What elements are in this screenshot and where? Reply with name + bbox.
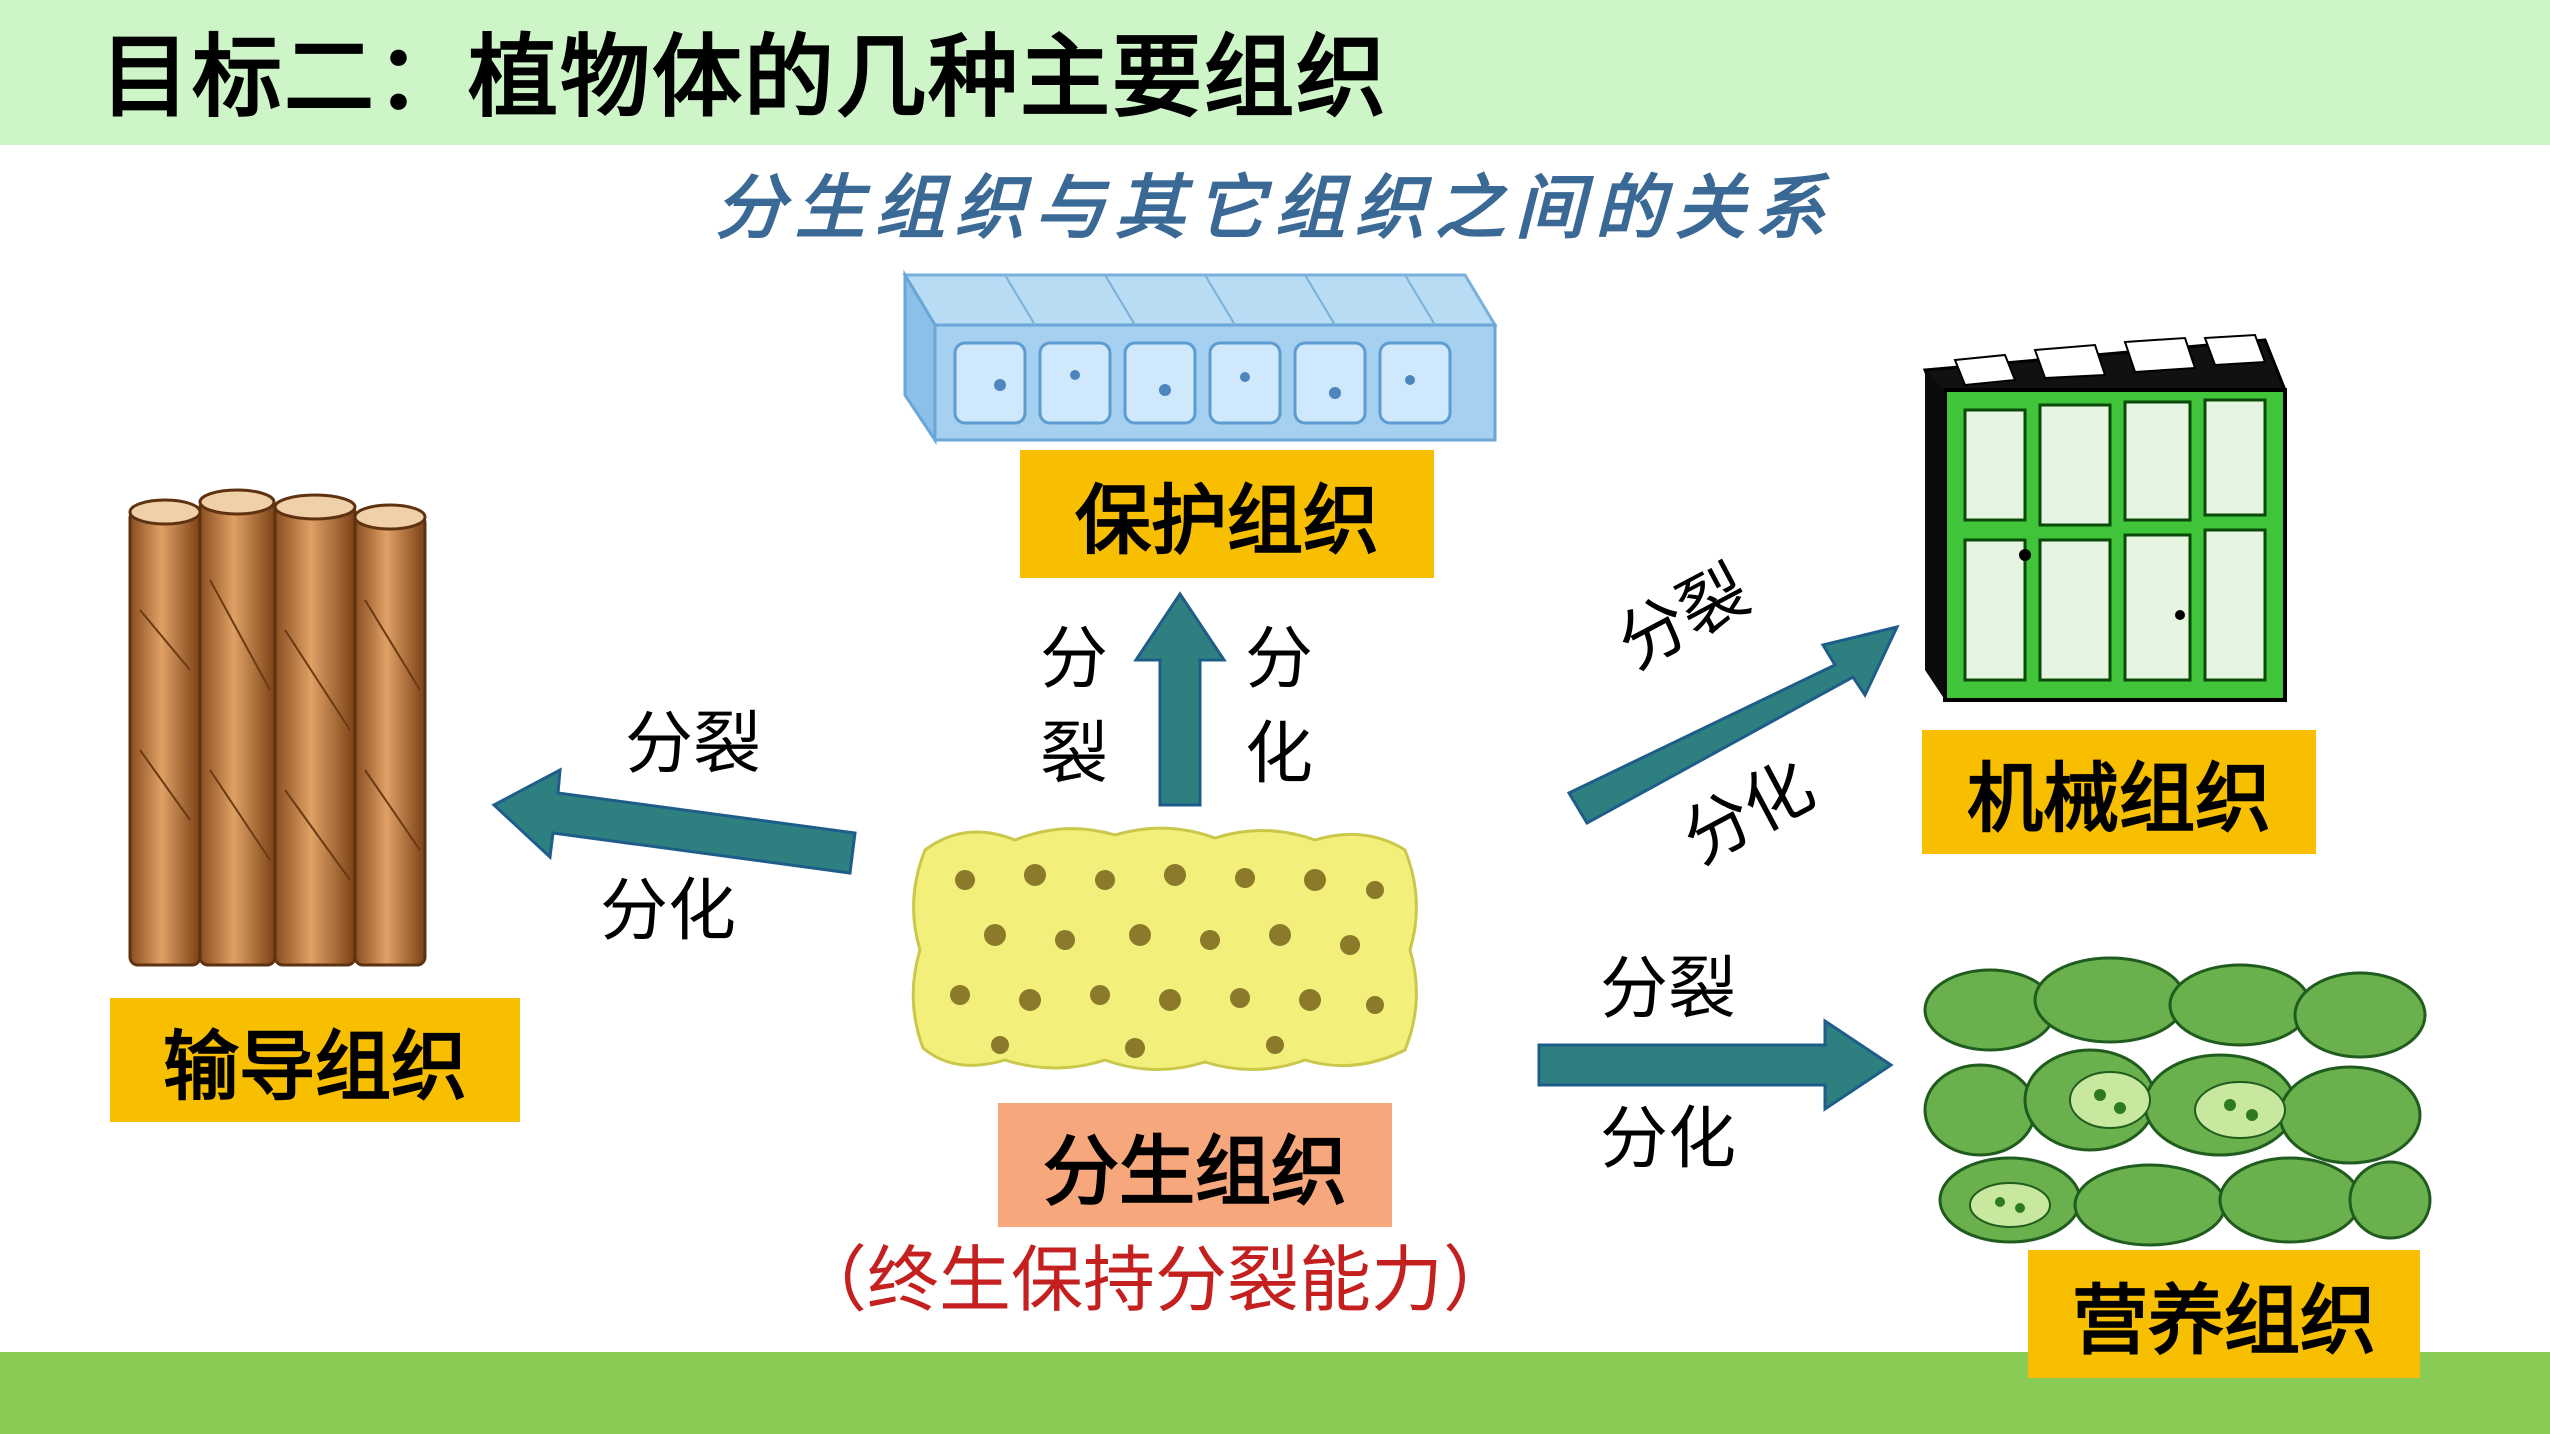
meristem-note: （终生保持分裂能力） (795, 1238, 1516, 1322)
mechanical-tissue-label: 机械组织 (1922, 730, 2316, 854)
diagram-subtitle: 分生组织与其它组织之间的关系 (715, 167, 1835, 249)
up-arrow-label-left-1: 分 (1040, 620, 1109, 699)
meristem-tissue-image (911, 826, 1418, 1072)
arrow-to-mechanical (1566, 624, 1900, 826)
protective-tissue-image (902, 269, 1498, 445)
arrow-to-conductive (491, 767, 857, 875)
meristem-tissue-label: 分生组织 (998, 1103, 1392, 1227)
page-title: 目标二：植物体的几种主要组织 (100, 25, 1388, 130)
right-arrow-label-top: 分裂 (1600, 950, 1737, 1029)
left-arrow-label-bottom: 分化 (600, 872, 737, 951)
left-arrow-label-top: 分裂 (625, 705, 762, 784)
conductive-tissue-image (128, 488, 427, 967)
conductive-tissue-label: 输导组织 (110, 998, 520, 1122)
mechanical-tissue-image (1922, 333, 2288, 702)
header-band (0, 0, 2550, 145)
up-arrow-label-left-2: 裂 (1040, 715, 1109, 794)
up-arrow-label-right-2: 化 (1245, 715, 1314, 794)
up-arrow-label-right-1: 分 (1245, 620, 1314, 699)
nutritive-tissue-label: 营养组织 (2028, 1250, 2420, 1378)
arrow-to-protective (1133, 591, 1227, 807)
protective-tissue-label: 保护组织 (1020, 450, 1434, 578)
nutritive-tissue-image (1923, 956, 2432, 1247)
right-arrow-label-bottom: 分化 (1600, 1100, 1737, 1179)
arrow-to-nutritive (1537, 1018, 1894, 1112)
